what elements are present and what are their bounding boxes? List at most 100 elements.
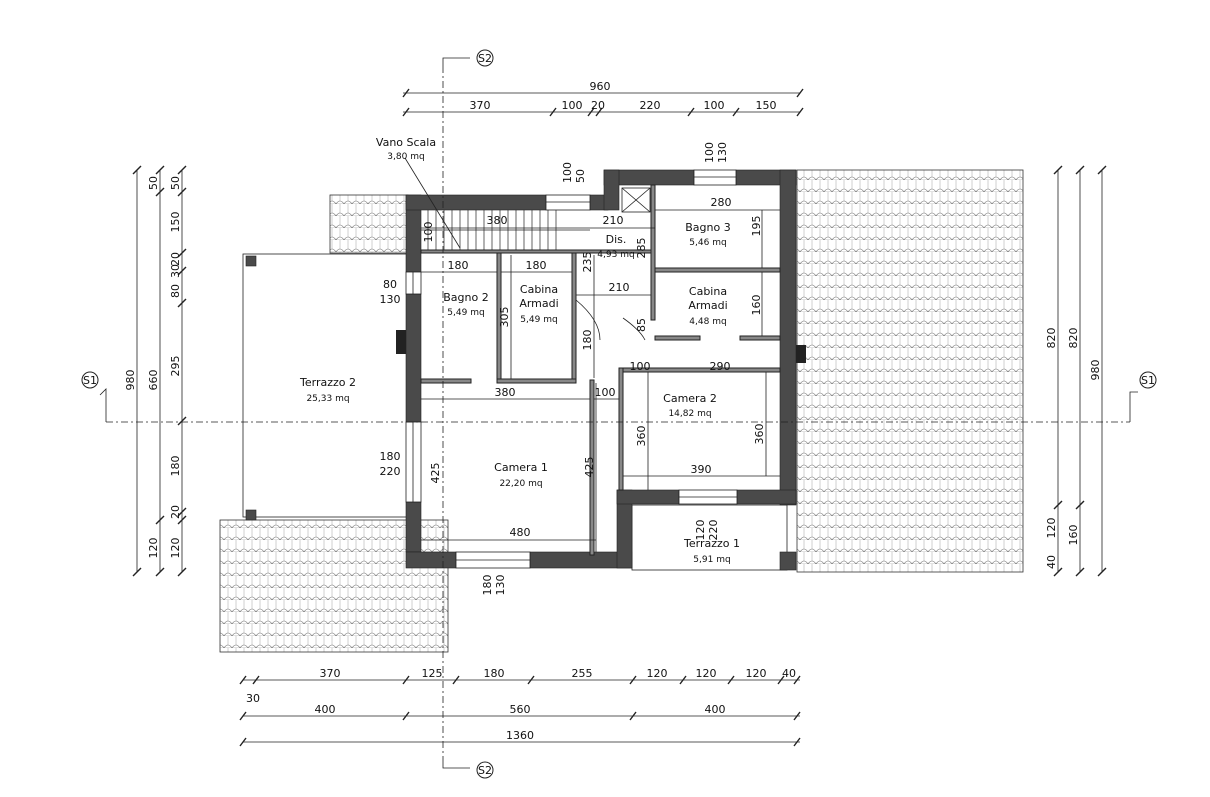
dim-d100b: 100 <box>595 386 616 399</box>
dim-top-6: 150 <box>756 99 777 112</box>
dim-left-inner-3: 20 <box>169 252 182 266</box>
dim-left-inner-1: 50 <box>169 176 182 190</box>
vano-scala-area: 3,80 mq <box>387 152 424 162</box>
dim-right-3: 980 <box>1089 360 1102 381</box>
bagno3-area: 5,46 mq <box>689 238 726 248</box>
dim-left-inner-6: 295 <box>169 356 182 377</box>
dim-top-4: 220 <box>640 99 661 112</box>
vent-right <box>796 345 806 363</box>
dim-camera2-bottom-width: 390 <box>691 463 712 476</box>
dim-left-inner-8: 20 <box>169 505 182 519</box>
dim-top-3: 20 <box>591 99 605 112</box>
terrazzo2-column-bottom <box>245 509 257 521</box>
dim-dis-height: 285 <box>635 238 648 259</box>
dim-camera2-height-right: 360 <box>753 424 766 445</box>
dim-top-5: 100 <box>704 99 725 112</box>
dim-bottom-r2-3: 400 <box>705 703 726 716</box>
dim-d100a: 100 <box>630 360 651 373</box>
dim-h235: 235 <box>581 252 594 273</box>
camera1-name: Camera 1 <box>494 461 548 474</box>
dim-cabina2-height: 160 <box>750 295 763 316</box>
terrazzo1-area: 5,91 mq <box>693 555 730 565</box>
dim-left-inner-9: 120 <box>169 538 182 559</box>
dim-bottom-r2-1: 400 <box>315 703 336 716</box>
dim-right-2-c: 160 <box>1067 525 1080 546</box>
dis-name: Dis. <box>606 233 627 246</box>
dim-d85: 85 <box>635 318 648 332</box>
cabina1-area: 5,49 mq <box>520 315 557 325</box>
camera2-area: 14,82 mq <box>668 409 711 419</box>
dim-bagno2-width: 180 <box>448 259 469 272</box>
dim-right-1-b: 40 <box>1045 555 1058 569</box>
camera2-name: Camera 2 <box>663 392 717 405</box>
dim-top-total: 960 <box>590 80 611 93</box>
dim-top-2: 100 <box>562 99 583 112</box>
dim-bagno3-height: 195 <box>750 216 763 237</box>
dim-win-left-a: 180 <box>380 450 401 463</box>
dim-bottom-r1-6: 120 <box>696 667 717 680</box>
shaft-box <box>621 187 651 213</box>
top-dimension-lines <box>402 88 804 117</box>
section-label-s2-bottom: S2 <box>478 764 492 777</box>
inner-walls <box>420 184 781 556</box>
roof-tiles-right <box>796 169 1024 573</box>
dim-right-1-a: 820 <box>1045 328 1058 349</box>
dim-cabina1-width: 180 <box>526 259 547 272</box>
dim-stair-length: 380 <box>487 214 508 227</box>
vent-left <box>396 330 406 354</box>
vano-scala-leader <box>404 157 461 249</box>
dim-h180: 180 <box>581 330 594 351</box>
right-dimension-lines <box>1053 165 1107 577</box>
interior-dimension-lines <box>421 209 780 552</box>
terrazzo2-column-top <box>245 255 257 267</box>
dim-win-bagno2-b: 130 <box>380 293 401 306</box>
cabina1-name-line1: Cabina <box>520 283 558 296</box>
section-label-s1-right: S1 <box>1141 374 1155 387</box>
section-axis-s2 <box>442 49 494 779</box>
bagno2-area: 5,49 mq <box>447 308 484 318</box>
terrazzo2-name: Terrazzo 2 <box>299 376 356 389</box>
terrazzo2-area: 25,33 mq <box>306 394 349 404</box>
dim-win-top1-a: 100 <box>561 162 574 183</box>
bottom-dimension-lines <box>239 675 801 747</box>
dim-bagno3-width: 280 <box>711 196 732 209</box>
bagno3-name: Bagno 3 <box>685 221 730 234</box>
dim-left-inner-4: 30 <box>169 264 182 278</box>
dim-bottom-r1-5: 120 <box>647 667 668 680</box>
dim-win-bagno2-a: 80 <box>383 278 397 291</box>
dim-camera1-height: 425 <box>583 457 596 478</box>
cabina2-name-line2: Armadi <box>688 299 727 312</box>
dim-camera1-height-left: 425 <box>429 463 442 484</box>
terrazzo1-name: Terrazzo 1 <box>683 537 740 550</box>
dim-left-outer: 980 <box>124 370 137 391</box>
section-label-s1-left: S1 <box>83 374 97 387</box>
dim-win-top1-b: 50 <box>574 169 587 183</box>
dim-left-mid-3: 120 <box>147 538 160 559</box>
windows <box>405 169 738 569</box>
dim-left-inner-7: 180 <box>169 456 182 477</box>
dis-area: 4,93 mq <box>597 250 634 260</box>
dim-win-top2-b: 130 <box>716 142 729 163</box>
dim-bottom-total: 1360 <box>506 729 534 742</box>
dim-win-left-b: 220 <box>380 465 401 478</box>
dim-bottom-start: 30 <box>246 692 260 705</box>
bagno2-name: Bagno 2 <box>443 291 488 304</box>
dim-camera1-bottom-width: 480 <box>510 526 531 539</box>
cabina2-area: 4,48 mq <box>689 317 726 327</box>
dim-bottom-r1-4: 255 <box>572 667 593 680</box>
roof-tiles-top-left <box>329 194 409 254</box>
dim-win-camera2-b: 220 <box>707 520 720 541</box>
dim-right-2-a: 820 <box>1067 328 1080 349</box>
section-label-s2-top: S2 <box>478 52 492 65</box>
left-dimension-lines <box>132 165 187 577</box>
dim-win-camera2-a: 120 <box>694 520 707 541</box>
dim-left-inner-5: 80 <box>169 284 182 298</box>
dim-bottom-r1-7: 120 <box>746 667 767 680</box>
vano-scala-name: Vano Scala <box>376 136 436 149</box>
dim-left-mid-2: 660 <box>147 370 160 391</box>
dim-win-top2-a: 100 <box>703 142 716 163</box>
dim-left-mid-1: 50 <box>147 176 160 190</box>
cabina1-name-line2: Armadi <box>519 297 558 310</box>
dim-dis-width: 210 <box>603 214 624 227</box>
